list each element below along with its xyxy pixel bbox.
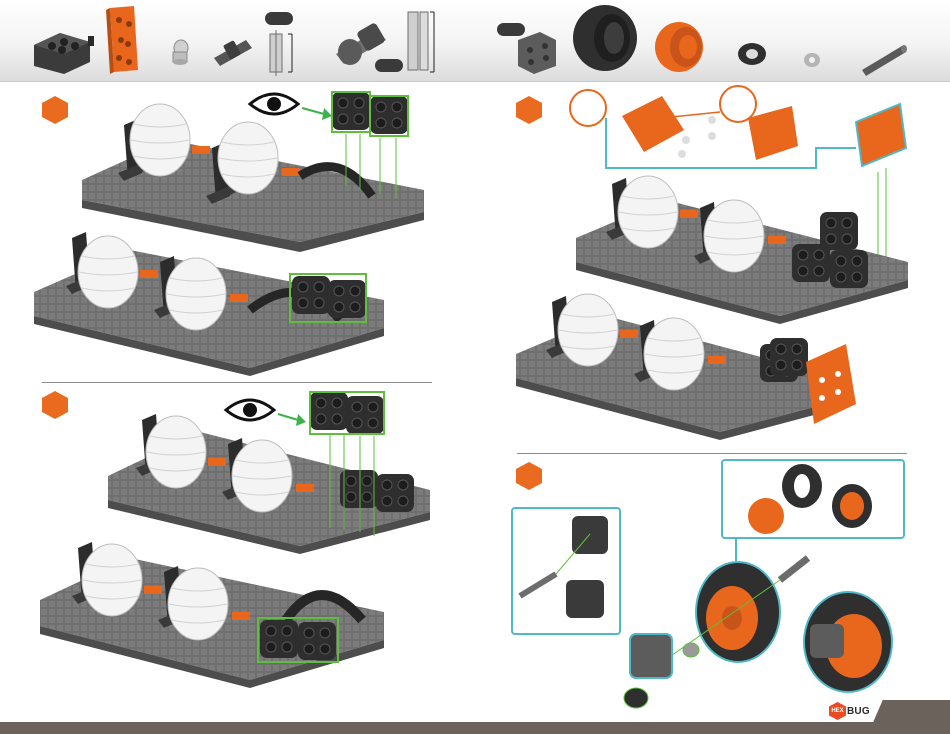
arrow-right-icon — [302, 108, 332, 120]
eye-icon — [226, 400, 274, 420]
logo-mark: HEX — [829, 702, 846, 720]
logo-word: BUG — [847, 706, 870, 717]
callout-box-wheel — [722, 460, 904, 538]
callout-box-hub — [512, 508, 620, 634]
eye-icon — [250, 94, 298, 114]
footer-bar — [0, 722, 950, 734]
hexbug-logo: HEX BUG — [829, 702, 870, 720]
arrow-right-icon — [278, 414, 306, 426]
wheel-assembly — [624, 558, 892, 708]
assembly-model — [34, 232, 384, 376]
assembly-model — [576, 176, 908, 324]
assembly-model — [40, 542, 384, 688]
